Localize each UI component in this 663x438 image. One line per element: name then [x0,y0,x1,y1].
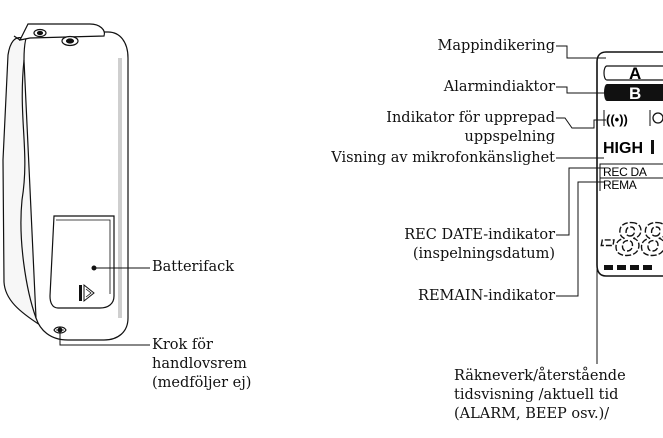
counter-digits: -88 [600,213,663,265]
rec-date-text: REC DA [603,165,647,179]
repeat-icon: ((•)) [603,110,663,127]
folder-a-icon: A [603,64,663,83]
voice-recorder-device [2,23,129,341]
label-batterifack: Batterifack [152,259,235,275]
label-rec-date-line2: (inspelningsdatum) [412,246,555,262]
label-indikator-upprepad-line2: uppspelning [464,129,555,145]
rec-date-box: REC DA [599,163,663,179]
label-krok-line3: (medföljer ej) [152,375,252,391]
lcd-display: A B ((•)) HIGH REC DA REMA -88 [596,51,663,277]
label-krok-line1: Krok för [152,337,213,353]
label-alarmindiaktor: Alarmindiaktor [443,79,555,95]
device-front-panel [23,31,129,341]
battery-arrow-icon [79,283,95,303]
label-indikator-upprepad-line1: Indikator för upprepad [386,110,555,126]
level-bar [604,265,652,270]
label-mappindikering: Mappindikering [437,38,555,54]
battery-compartment [49,215,115,309]
label-rec-date-line1: REC DATE-indikator [404,227,555,243]
folder-b-icon: B [604,84,663,103]
folder-b-text: B [629,84,641,103]
label-remain: REMAIN-indikator [418,288,555,304]
lcd-leaders [556,45,606,364]
remain-text: REMA [603,178,637,192]
label-krok-line2: handlovsrem [152,356,247,372]
remain-box: REMA [599,177,663,192]
label-raknevark-line3: (ALARM, BEEP osv.)/ [454,406,610,422]
label-raknevark-line2: tidsvisning /aktuell tid [454,387,619,403]
high-sensitivity-text: HIGH [603,140,643,157]
folder-a-text: A [629,64,641,83]
device-leaders [57,265,150,346]
label-raknevark-line1: Räkneverk/återstående [454,368,626,384]
label-visning-mikrofon: Visning av mikrofonkänslighet [331,150,555,166]
alarm-icon-text: ((•)) [606,112,628,127]
